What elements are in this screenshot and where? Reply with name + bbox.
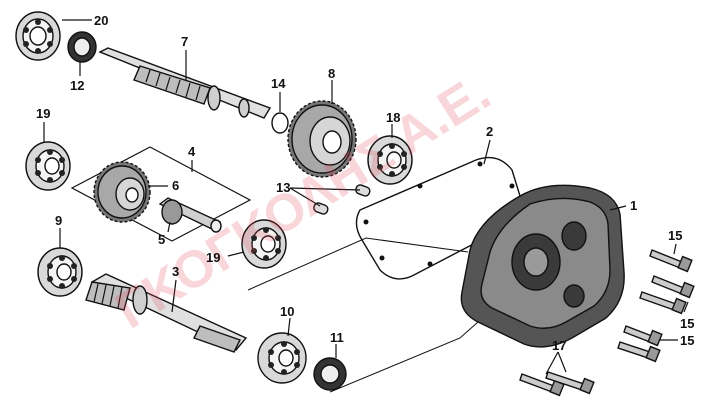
bolts-17 (519, 371, 595, 397)
callout-15-top: 15 (668, 228, 682, 243)
callout-2: 2 (486, 124, 493, 139)
callout-19-left: 19 (36, 106, 50, 121)
countershaft-assembly-4 (70, 146, 252, 242)
callout-15-middle: 15 (680, 316, 694, 331)
callout-5: 5 (158, 232, 165, 247)
callout-7: 7 (181, 34, 188, 49)
circlip-14 (271, 112, 289, 134)
bearing-20 (15, 11, 61, 61)
callout-20: 20 (94, 13, 108, 28)
oil-seal-12 (67, 31, 97, 63)
callout-10: 10 (280, 304, 294, 319)
bolts-15 (617, 249, 695, 363)
bearing-9 (37, 247, 83, 297)
callout-18: 18 (386, 110, 400, 125)
alignment-lines (247, 237, 479, 393)
shaft-7 (98, 47, 272, 119)
callout-17: 17 (552, 338, 566, 353)
callout-11: 11 (330, 330, 344, 345)
callout-6: 6 (172, 178, 179, 193)
bearing-18 (367, 135, 413, 185)
callout-4: 4 (188, 144, 196, 159)
callout-labels: 20 12 7 14 8 18 2 19 4 6 5 13 9 3 19 10 … (36, 13, 694, 353)
bearing-19-middle (241, 219, 287, 269)
bearing-19-left (25, 141, 71, 191)
callout-3: 3 (172, 264, 179, 279)
leader-lines (43, 19, 689, 375)
gear-8 (287, 100, 357, 178)
oil-seal-11 (313, 357, 347, 391)
callout-8: 8 (328, 66, 335, 81)
callout-19-middle: 19 (206, 250, 220, 265)
callout-9: 9 (55, 213, 62, 228)
callout-14: 14 (271, 76, 286, 91)
transmission-case-1 (460, 184, 625, 348)
callout-15-bottom: 15 (680, 333, 694, 348)
dowel-pins-13 (313, 184, 371, 215)
callout-1: 1 (630, 198, 637, 213)
callout-13: 13 (276, 180, 290, 195)
shaft-3 (85, 273, 248, 353)
bearing-10 (257, 332, 307, 384)
callout-12: 12 (70, 78, 84, 93)
